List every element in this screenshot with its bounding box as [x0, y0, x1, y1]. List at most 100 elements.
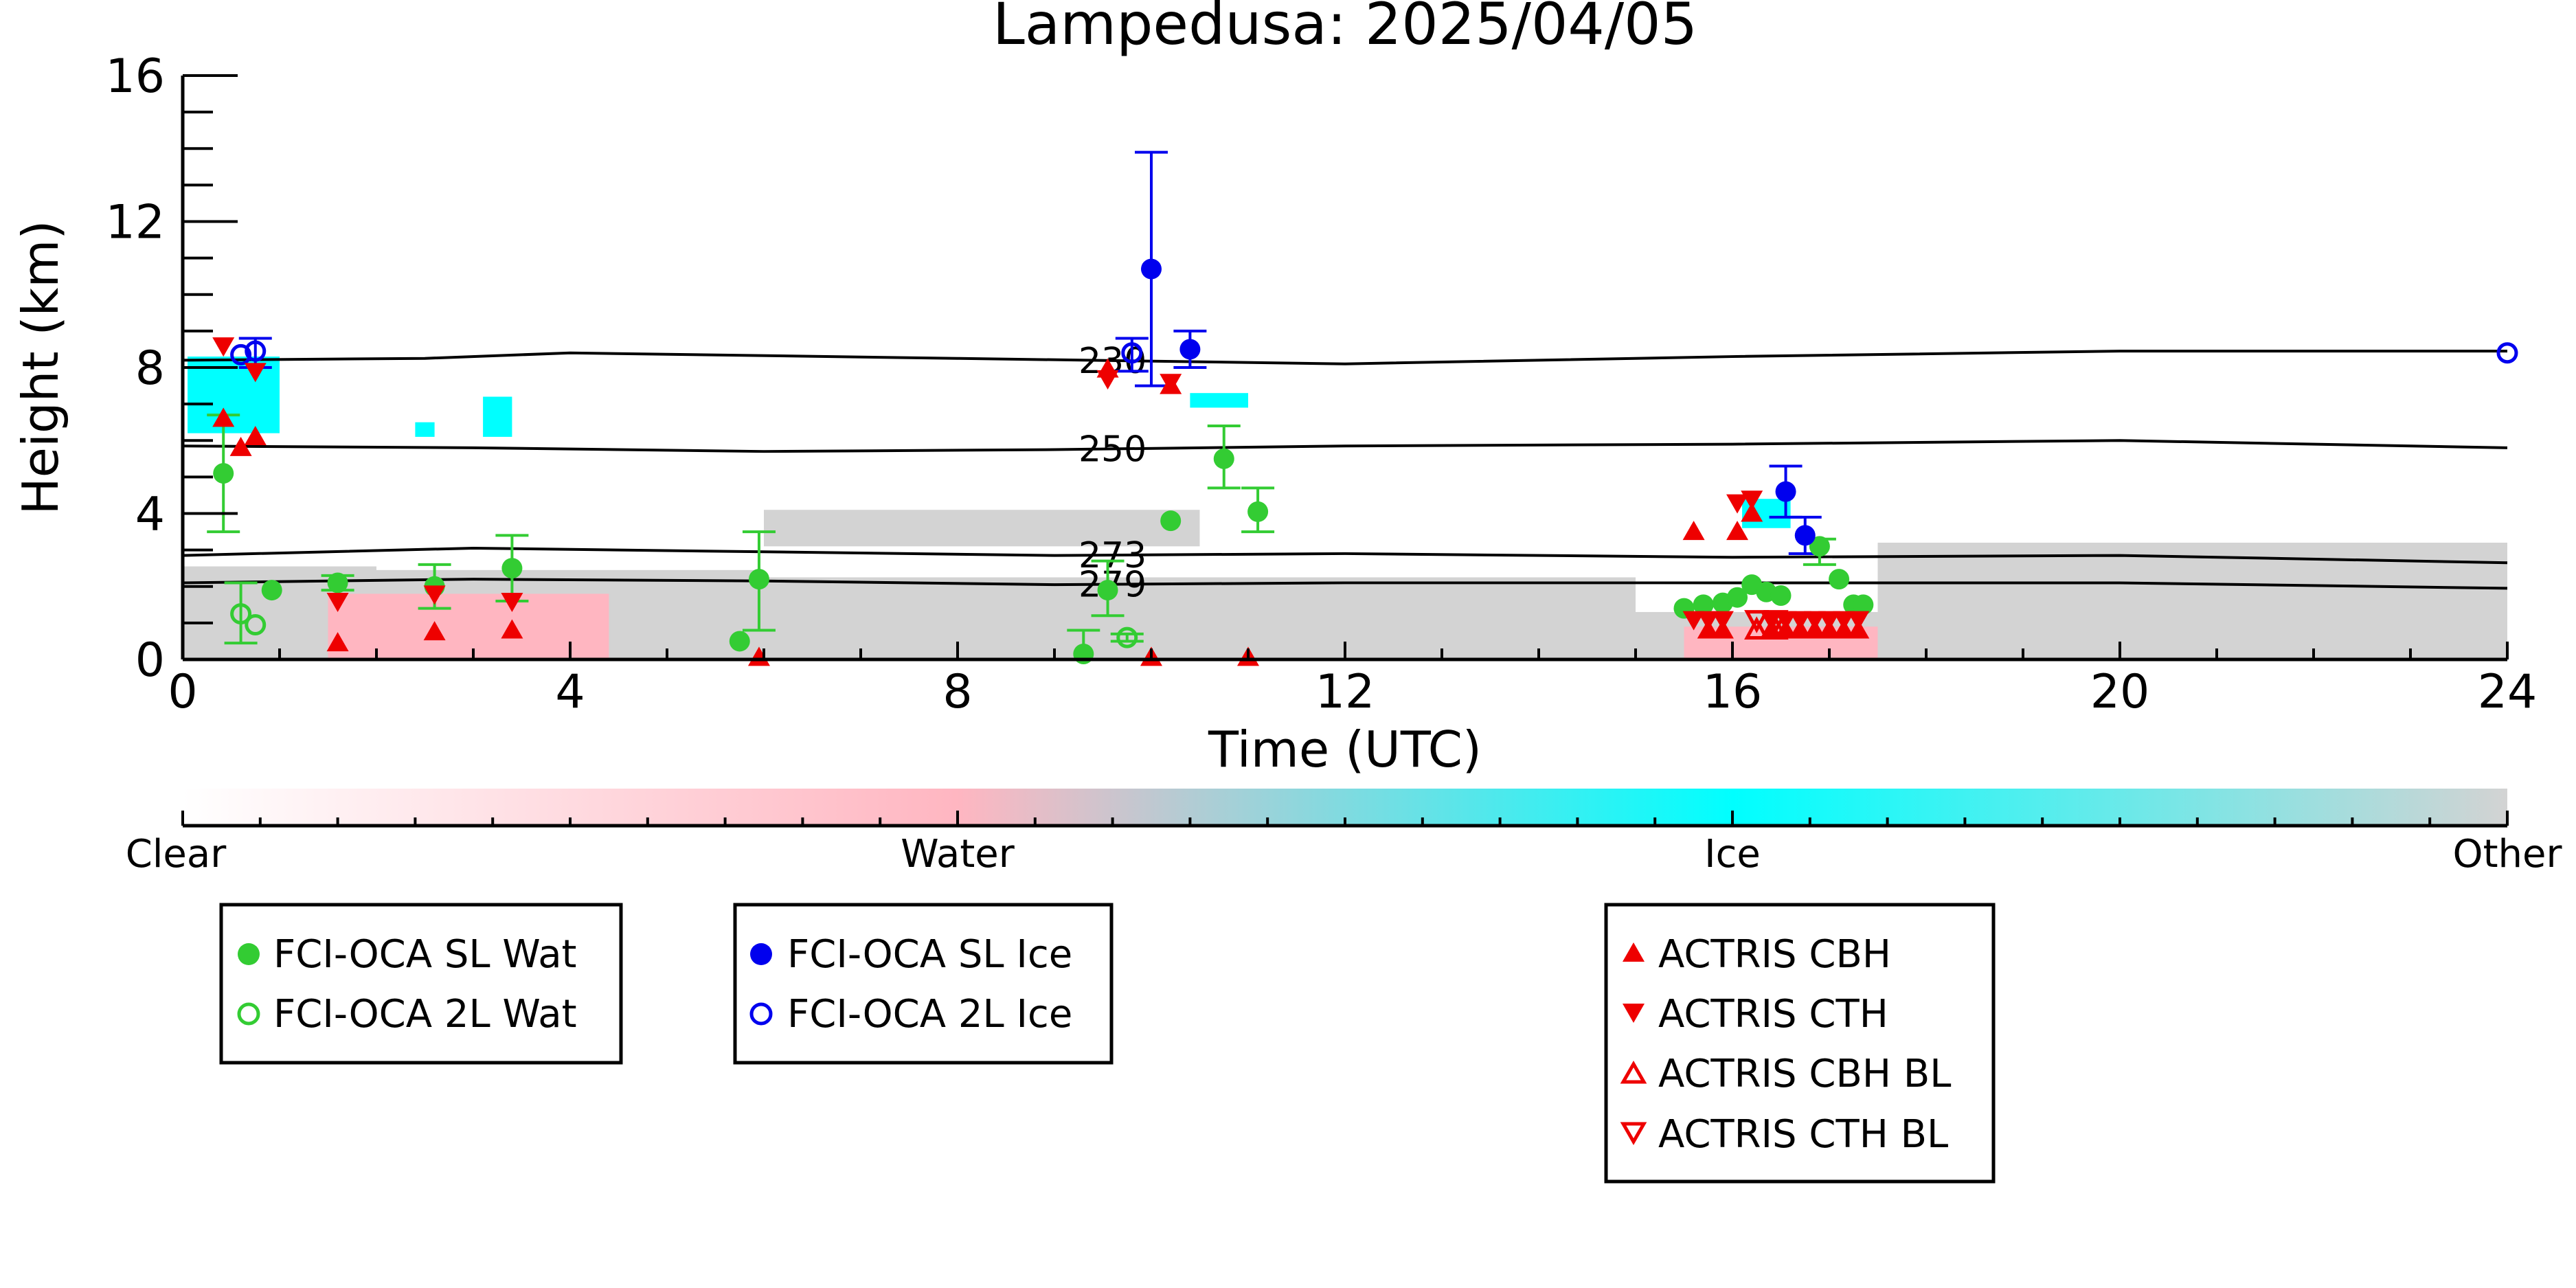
data-point-actris-cth: [1096, 370, 1119, 389]
legend-label-cbh-bl: ACTRIS CBH BL: [1658, 1052, 1951, 1096]
legend-marker-2l-ice: [749, 1002, 773, 1026]
y-tick-label: 12: [105, 196, 165, 250]
colorbar-label-other: Other: [2452, 832, 2562, 877]
cloudnet-band-ice: [188, 357, 280, 433]
data-point-actris-cbh-bl: [1763, 616, 1789, 640]
cloudnet-band-water: [328, 594, 609, 659]
data-point-actris-cth: [1726, 494, 1749, 514]
legend-label-2l-ice: FCI-OCA 2L Ice: [787, 992, 1072, 1037]
data-point-fci-oca-sl-wat: [213, 463, 234, 484]
data-point-fci-oca-sl-wat: [1160, 510, 1182, 532]
data-point-fci-oca-sl-wat: [748, 569, 769, 590]
data-point-fci-oca-2l-wat: [230, 603, 252, 625]
data-point-actris-cbh: [501, 619, 523, 639]
data-point-fci-oca-sl-wat: [1247, 501, 1269, 522]
legend-box: [733, 903, 1114, 1065]
data-point-actris-cbh: [229, 436, 252, 456]
legend-label-cth: ACTRIS CTH: [1658, 992, 1888, 1037]
data-point-fci-oca-sl-wat: [1693, 594, 1714, 615]
data-point-fci-oca-2l-ice: [1121, 342, 1143, 364]
data-point-fci-oca-sl-wat: [501, 558, 523, 579]
data-point-actris-cbh: [423, 621, 446, 641]
legend-label-sl-wat: FCI-OCA SL Wat: [273, 932, 577, 977]
data-point-actris-cth: [423, 585, 446, 605]
data-point-fci-oca-2l-ice: [245, 340, 267, 362]
cloudnet-band-other: [764, 510, 1200, 547]
data-point-fci-oca-sl-wat: [1213, 448, 1234, 469]
colorbar-label-ice: Ice: [1704, 832, 1761, 877]
isotherm-line-279: [182, 578, 2508, 590]
x-tick-label: 0: [168, 665, 197, 719]
data-point-actris-cth: [1789, 611, 1811, 631]
y-tick-label: 16: [105, 49, 165, 104]
legend-marker-cbh: [1623, 942, 1645, 962]
data-point-fci-oca-sl-ice: [1141, 258, 1162, 280]
x-tick-label: 16: [1703, 665, 1763, 719]
legend-water: FCI-OCA SL Wat FCI-OCA 2L Wat: [219, 903, 623, 1065]
x-tick-label: 12: [1315, 665, 1375, 719]
data-point-fci-oca-sl-wat: [1809, 536, 1830, 557]
data-point-fci-oca-sl-wat: [327, 572, 348, 594]
y-tick-label: 0: [135, 633, 165, 688]
chart-title: Lampedusa: 2025/04/05: [993, 0, 1697, 58]
cloudnet-background: [183, 357, 2507, 659]
legend-label-2l-wat: FCI-OCA 2L Wat: [273, 992, 577, 1037]
cloudnet-band-other: [764, 577, 1636, 659]
data-point-actris-cth-bl: [1763, 610, 1789, 633]
data-point-fci-oca-2l-ice: [2496, 342, 2518, 364]
data-point-actris-cth: [1803, 611, 1826, 631]
data-point-actris-cbh: [212, 407, 235, 427]
cloudnet-band-ice: [415, 422, 435, 437]
data-point-actris-cbh: [1726, 521, 1749, 541]
data-point-fci-oca-sl-wat: [1853, 594, 1874, 615]
legend-actris: ACTRIS CBH ACTRIS CTH ACTRIS CBH BL ACTR…: [1604, 903, 1996, 1184]
colorbar-label-clear: Clear: [126, 832, 227, 877]
legend-marker-sl-ice: [750, 943, 772, 965]
data-point-actris-cbh: [326, 632, 349, 652]
legend-box: [219, 903, 623, 1065]
data-point-actris-cbh-bl: [1744, 616, 1770, 640]
data-point-actris-cth: [1160, 374, 1182, 394]
data-point-fci-oca-sl-wat: [1829, 569, 1850, 590]
y-axis-label: Height (km): [12, 221, 69, 515]
legend-box: [1604, 903, 1996, 1184]
data-point-fci-oca-sl-wat: [729, 631, 750, 652]
cloudnet-band-ice: [483, 396, 512, 437]
data-point-actris-cth: [1847, 611, 1870, 631]
data-point-actris-cth: [326, 593, 349, 612]
data-point-fci-oca-sl-wat: [1727, 587, 1748, 608]
isotherm-line-250: [182, 439, 2508, 453]
x-tick-label: 8: [942, 665, 972, 719]
data-point-fci-oca-sl-wat: [1770, 585, 1792, 607]
isotherm-label-273: 273: [1078, 535, 1146, 576]
legend-marker-cth-bl: [1620, 1122, 1647, 1146]
data-point-actris-cth: [244, 363, 267, 383]
x-tick-label: 4: [555, 665, 585, 719]
data-point-actris-cth: [1741, 490, 1763, 510]
x-tick-label: 20: [2090, 665, 2150, 719]
x-axis-label: Time (UTC): [1208, 721, 1482, 778]
y-tick-label: 8: [135, 341, 165, 396]
colorbar: Clear Water Ice Other: [126, 789, 2562, 877]
data-point-fci-oca-sl-ice: [1775, 481, 1796, 502]
data-point-fci-oca-sl-wat: [1073, 644, 1094, 665]
colorbar-label-water: Water: [901, 832, 1015, 877]
legend-label-cbh: ACTRIS CBH: [1658, 932, 1891, 977]
data-point-actris-cth: [1833, 611, 1855, 631]
data-point-fci-oca-2l-wat: [245, 614, 267, 636]
data-point-fci-oca-sl-ice: [1179, 339, 1201, 360]
legend-marker-cth: [1623, 1004, 1645, 1023]
y-tick-label: 4: [135, 488, 165, 542]
legend-label-sl-ice: FCI-OCA SL Ice: [787, 932, 1072, 977]
data-point-actris-cth: [212, 337, 235, 357]
data-point-fci-oca-sl-ice: [1794, 525, 1816, 546]
data-point-actris-cth: [1711, 611, 1734, 631]
data-point-actris-cth-bl: [1744, 610, 1770, 633]
legend-label-cth-bl: ACTRIS CTH BL: [1658, 1112, 1948, 1157]
data-markers: [212, 258, 2518, 666]
data-point-actris-cth: [501, 593, 523, 612]
legend-marker-sl-wat: [238, 943, 260, 965]
data-point-actris-cbh: [244, 425, 267, 445]
